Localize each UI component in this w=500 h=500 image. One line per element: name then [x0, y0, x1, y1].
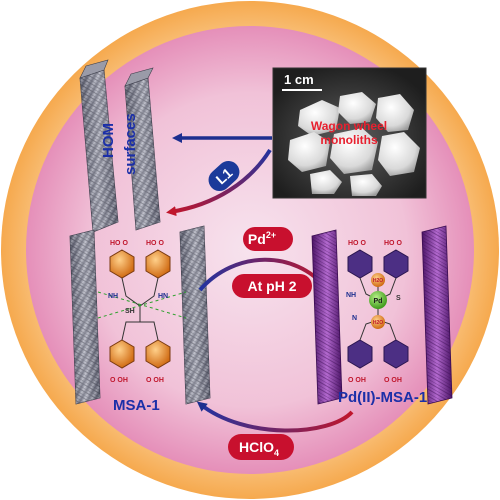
mol-o-oh-2: O OH: [146, 377, 164, 384]
photo-caption-line1: Wagon wheel: [311, 119, 387, 133]
pmol-s: S: [396, 295, 401, 302]
mol-ho-o-1: HO O: [110, 240, 128, 247]
hclo4-pill: HClO4: [228, 434, 294, 460]
pd-ball: [369, 291, 387, 309]
monolith-rocks: [288, 92, 420, 196]
photo-caption-line2: monoliths: [320, 133, 378, 147]
ring-bottom-left: [109, 339, 135, 369]
pmol-h2o-top: H2O: [373, 278, 383, 284]
pd2-pill: Pd2+: [243, 227, 293, 251]
pmol-o-oh-2: O OH: [384, 377, 402, 384]
pmol-ho-o-1: HO O: [348, 240, 366, 247]
mol-o-oh-1: O OH: [110, 377, 128, 384]
h2o-bottom-ball: [371, 315, 385, 329]
pdmsa1-label: Pd(II)-MSA-1: [338, 389, 427, 406]
h2o-top-ball: [371, 273, 385, 287]
pd2-label: Pd2+: [248, 230, 276, 247]
pdmsa1-rods: [311, 225, 453, 405]
scale-bar-label: 1 cm: [284, 72, 314, 87]
pmol-h2o-bottom: H2O: [373, 320, 383, 326]
arrow-l1: [166, 148, 272, 217]
ph-pill: At pH 2: [232, 274, 312, 298]
mol-nh: NH: [108, 293, 118, 300]
mol-sh: SH: [125, 308, 135, 315]
pmol-n: N: [352, 315, 357, 322]
msa1-rods: [69, 225, 211, 405]
hom-label: HOM: [100, 123, 117, 158]
msa1-label: MSA-1: [113, 397, 160, 414]
mol-hn: HN: [158, 293, 168, 300]
pring-bottom-right: [383, 339, 409, 369]
ring-bottom-right: [145, 339, 171, 369]
pmol-ho-o-2: HO O: [384, 240, 402, 247]
monolith-photo: 1 cm Wagon wheel monoliths: [272, 67, 427, 199]
msa1-molecule: HO O HO O NH SH HN O OH O OH: [97, 240, 187, 384]
mol-ho-o-2: HO O: [146, 240, 164, 247]
pd-center-label: Pd: [374, 298, 383, 305]
ph-label: At pH 2: [248, 278, 297, 294]
hom-rods: [79, 59, 161, 233]
arrow-to-msa1: [196, 401, 354, 433]
pmol-o-oh-1: O OH: [348, 377, 366, 384]
pdmsa1-molecule: Pd H2O H2O HO O HO O NH S N O OH O OH: [346, 240, 409, 384]
hclo4-label: HClO4: [239, 439, 279, 458]
l1-pill: L1: [208, 160, 240, 192]
pring-bottom-left: [347, 339, 373, 369]
surfaces-label: surfaces: [122, 113, 139, 175]
pmol-nh: NH: [346, 292, 356, 299]
